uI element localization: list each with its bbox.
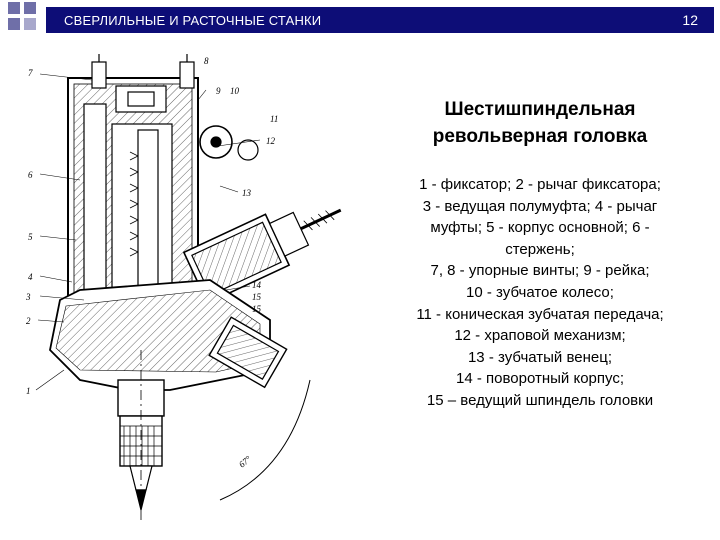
caption-line: муфты; 5 - корпус основной; 6 -: [430, 219, 650, 237]
callout-label: 15: [252, 304, 262, 314]
caption-line: 12 - храповой механизм;: [454, 327, 626, 345]
callout-label: 5: [28, 232, 33, 242]
caption-line: 11 - коническая зубчатая передача;: [416, 305, 664, 323]
header-title: СВЕРЛИЛЬНЫЕ И РАСТОЧНЫЕ СТАНКИ: [64, 13, 322, 28]
callout-label: 6: [28, 170, 33, 180]
callout-label: 4: [28, 272, 33, 282]
callout-label: 7: [28, 68, 33, 78]
caption-line: 10 - зубчатое колесо;: [466, 283, 614, 301]
parts-caption: 1 - фиксатор; 2 - рычаг фиксатора; 3 - в…: [390, 174, 690, 412]
caption-line: стержень;: [505, 240, 575, 258]
callout-label: 2: [26, 316, 31, 326]
decor-square: [8, 2, 20, 14]
decor-square: [24, 2, 36, 14]
slide-title-line: Шестишпиндельная: [444, 99, 636, 120]
callout-label: 8: [204, 56, 209, 66]
slide-number: 12: [682, 12, 698, 28]
slide-title-line: револьверная головка: [432, 126, 648, 147]
callout-label: 12: [266, 136, 276, 146]
callout-label: 11: [270, 114, 278, 124]
caption-line: 1 - фиксатор; 2 - рычаг фиксатора;: [419, 176, 661, 193]
revolver-head-drawing: 7 8 9 10 11 12 13 6 5 4 3 2 1 14 15 15 6…: [25, 54, 342, 520]
callout-label: 10: [230, 86, 240, 96]
caption-line: 15 – ведущий шпиндель головки: [426, 391, 654, 409]
slide-title: Шестишпиндельная револьверная головка: [392, 96, 688, 150]
callout-label: 15: [252, 292, 262, 302]
caption-line: 7, 8 - упорные винты; 9 - рейка;: [430, 262, 650, 280]
callout-label: 1: [26, 386, 31, 396]
callout-label: 3: [25, 292, 31, 302]
callout-label: 9: [216, 86, 221, 96]
caption-line: 3 - ведущая полумуфта; 4 - рычаг: [422, 197, 658, 215]
callout-label: 14: [252, 280, 262, 290]
caption-line: 13 - зубчатый венец;: [467, 348, 613, 366]
callout-label: 13: [242, 188, 252, 198]
angle-label: 67°: [237, 454, 253, 470]
header-bar: СВЕРЛИЛЬНЫЕ И РАСТОЧНЫЕ СТАНКИ 12: [46, 7, 714, 33]
decor-square: [24, 18, 36, 30]
decor-square: [8, 18, 20, 30]
caption-line: 14 - поворотный корпус;: [456, 370, 624, 388]
